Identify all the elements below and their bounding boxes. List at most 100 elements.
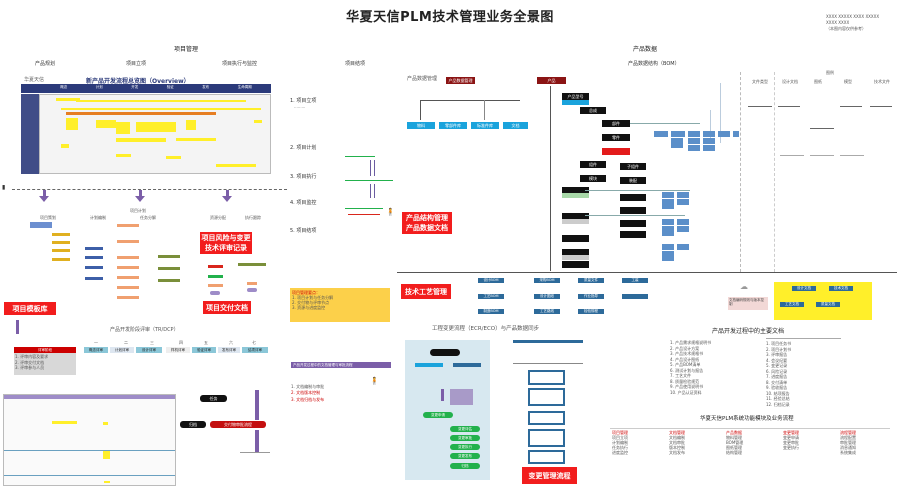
approval-flow-box: 交付物审批流程 bbox=[210, 421, 266, 428]
matrix-task bbox=[166, 156, 181, 159]
yellow-panel-box: 工艺文档 bbox=[780, 302, 804, 307]
matrix-logo: 华夏天信 bbox=[24, 77, 45, 83]
requirement-item: 3. 评审报告 bbox=[766, 352, 788, 357]
doc-box bbox=[662, 192, 674, 198]
phase-name: 样机评审 bbox=[166, 347, 190, 353]
bom-node bbox=[562, 249, 589, 256]
change-step: 归档 bbox=[450, 463, 480, 469]
tree-trunk-line bbox=[550, 86, 551, 271]
matrix-task bbox=[61, 144, 69, 148]
requirements-title: 产品开发过程中的主要文档 bbox=[712, 328, 785, 335]
sheet-row-line bbox=[4, 450, 175, 451]
change-doc-box bbox=[528, 429, 565, 447]
footer-line: 版本控制 bbox=[669, 445, 685, 450]
requirements-divider bbox=[766, 338, 841, 339]
requirement-item: 4. 会议纪要 bbox=[766, 357, 788, 363]
product-structure-label: 产品结构管理 产品数据文档 bbox=[402, 212, 452, 234]
requirement-item: 9. 产品使用说明书 bbox=[670, 384, 704, 389]
matrix-title: 新产品开发流程总览图（Overview） bbox=[86, 78, 190, 85]
person-icon: 🧍 bbox=[370, 377, 379, 385]
footer-line: 流程配置 bbox=[840, 435, 856, 440]
footer-column-head: 文档管理 bbox=[669, 430, 685, 435]
document-spreadsheet bbox=[3, 394, 176, 486]
matrix-task bbox=[186, 120, 196, 130]
legend-line bbox=[780, 155, 804, 156]
phase-name: 结项评审 bbox=[242, 347, 268, 353]
teal-box: 制造BOM bbox=[478, 309, 504, 314]
phase-row: 3. 评审参与人员 bbox=[15, 365, 45, 370]
change-doc-box bbox=[528, 411, 565, 425]
requirement-item: 3. 产品技术规格书 bbox=[670, 351, 704, 356]
requirement-item: 8. 质量检验规范 bbox=[670, 378, 700, 384]
doc-box bbox=[677, 219, 689, 225]
bom-node-highlight bbox=[602, 148, 630, 155]
bracket-line bbox=[374, 184, 375, 198]
right-subtitle: 产品数据结构（BOM） bbox=[628, 61, 680, 67]
bom-node-sub bbox=[562, 219, 589, 224]
link-line bbox=[585, 215, 685, 216]
note-item: 2. 项目计划 bbox=[290, 145, 317, 151]
topright-note-2: XXXX XXXX bbox=[826, 20, 850, 25]
phase-label: 验证 bbox=[166, 85, 174, 89]
flow-line bbox=[240, 452, 270, 453]
left-column-3: 项目执行与监控 bbox=[222, 61, 258, 67]
process-heading: 项目计划 bbox=[130, 208, 146, 213]
cyan-box: 物料 bbox=[407, 122, 435, 129]
legend-col: 技术文件 bbox=[874, 79, 890, 84]
footer-line: 结构管理 bbox=[726, 450, 742, 455]
note-item: 3. 项目执行 bbox=[290, 174, 317, 180]
down-arrow-shaft bbox=[139, 190, 142, 196]
phase-label: 发布 bbox=[202, 85, 210, 89]
yellow-panel-box: 质量文档 bbox=[816, 302, 840, 307]
footer-line: 进度监控 bbox=[612, 450, 628, 455]
phase-row: 1. 评审内容及要求 bbox=[15, 354, 49, 359]
phase-table-rows: 1. 评审内容及要求 2. 评审交付文档 3. 评审参与人员 bbox=[14, 353, 76, 375]
process-card bbox=[117, 286, 139, 289]
link-line bbox=[710, 110, 711, 140]
change-step: 变更申请 bbox=[423, 412, 453, 418]
requirement-item: 5. 产品BOM清单 bbox=[670, 362, 701, 367]
phase-name: 计划评审 bbox=[110, 347, 134, 353]
flow-box: 归档 bbox=[180, 421, 206, 428]
requirement-item: 7. 工艺文件 bbox=[670, 373, 692, 378]
phase-table-head: 评审阶段 bbox=[14, 347, 76, 353]
process-card bbox=[117, 224, 139, 227]
note-text: ········· bbox=[294, 105, 306, 110]
phase-label: 计划 bbox=[95, 85, 103, 89]
process-card bbox=[52, 241, 70, 244]
doc-box bbox=[688, 138, 700, 144]
bom-node bbox=[620, 194, 646, 201]
requirement-item: 12. 归档记录 bbox=[766, 401, 790, 407]
doc-box bbox=[733, 131, 739, 137]
footer-line: 文档编制 bbox=[669, 435, 685, 440]
footer-line: 变更审批 bbox=[783, 440, 799, 445]
green-annotation bbox=[345, 156, 375, 157]
yellow-box-title: 项目管理要点： bbox=[292, 290, 320, 295]
red-annotation bbox=[348, 214, 380, 215]
bom-node: 装配 bbox=[620, 177, 646, 184]
requirement-item: 5. 变更记录 bbox=[766, 363, 788, 368]
bottom-note-line: 2. 文档版本控制 bbox=[291, 390, 321, 395]
change-doc-box bbox=[528, 370, 565, 385]
process-card bbox=[85, 256, 103, 259]
process-card bbox=[117, 256, 139, 259]
process-card bbox=[30, 222, 52, 228]
teal-box: 检验规程 bbox=[578, 309, 604, 314]
matrix-task bbox=[116, 122, 130, 134]
requirement-item: 1. 项目任务书 bbox=[766, 341, 792, 346]
process-card bbox=[117, 266, 139, 269]
sheet-highlight bbox=[103, 451, 110, 459]
note-item: 4. 项目监控 bbox=[290, 200, 317, 206]
topright-note-3: （本图内容仅供参考） bbox=[826, 26, 866, 31]
matrix-header-bar bbox=[21, 84, 271, 90]
left-section-title: 项目管理 bbox=[174, 46, 199, 53]
bom-node bbox=[562, 187, 589, 194]
footer-line: 文档发布 bbox=[669, 450, 685, 455]
footer-column: 流程管理流程配置审批管理消息通知系统集成 bbox=[840, 430, 897, 486]
bom-node: 总成 bbox=[580, 107, 606, 114]
requirement-item: 11. 经验总结 bbox=[766, 396, 790, 401]
doc-box bbox=[688, 131, 700, 137]
link-line bbox=[630, 123, 700, 124]
change-step: 变更发布 bbox=[450, 453, 480, 459]
